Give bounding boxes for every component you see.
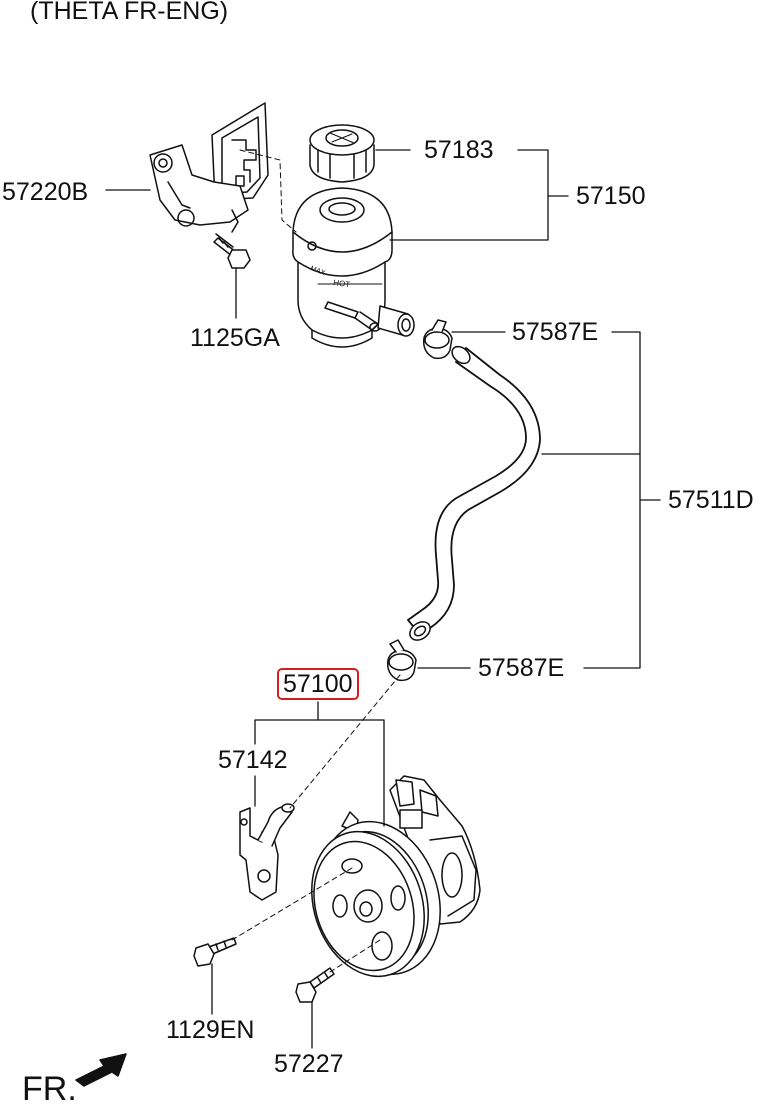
pump-bracket xyxy=(239,803,295,901)
power-steering-hose xyxy=(407,345,541,641)
steering-pump xyxy=(311,775,481,978)
label-57587e-lower: 57587E xyxy=(478,654,565,682)
label-57587e-upper: 57587E xyxy=(512,318,599,346)
label-57183: 57183 xyxy=(424,136,494,164)
label-57150: 57150 xyxy=(576,182,646,210)
label-57227: 57227 xyxy=(274,1050,344,1078)
label-57511d: 57511D xyxy=(668,486,754,514)
svg-text:MAX: MAX xyxy=(309,265,326,277)
bracket-bolt xyxy=(213,233,251,269)
label-1129en: 1129EN xyxy=(166,1016,255,1044)
front-direction-arrow xyxy=(75,1053,127,1087)
pump-bolt-1129en xyxy=(193,937,237,967)
reservoir-cap xyxy=(309,124,375,183)
front-direction-label: FR. xyxy=(22,1070,77,1108)
hose-clamp-upper xyxy=(422,319,453,360)
label-57220b: 57220B xyxy=(2,178,89,206)
hose-clamp-lower xyxy=(386,639,417,682)
svg-text:HOT: HOT xyxy=(333,278,351,289)
header-title: (THETA FR-ENG) xyxy=(30,0,229,25)
reservoir-bracket xyxy=(149,102,269,233)
label-57142: 57142 xyxy=(218,746,288,774)
pulley-bolt-57227 xyxy=(295,967,335,1003)
label-1125ga: 1125GA xyxy=(190,324,280,352)
dashed-guides xyxy=(231,149,401,973)
leader-lines xyxy=(105,149,661,1049)
reservoir-tank xyxy=(292,187,415,348)
label-57100: 57100 xyxy=(277,668,359,700)
